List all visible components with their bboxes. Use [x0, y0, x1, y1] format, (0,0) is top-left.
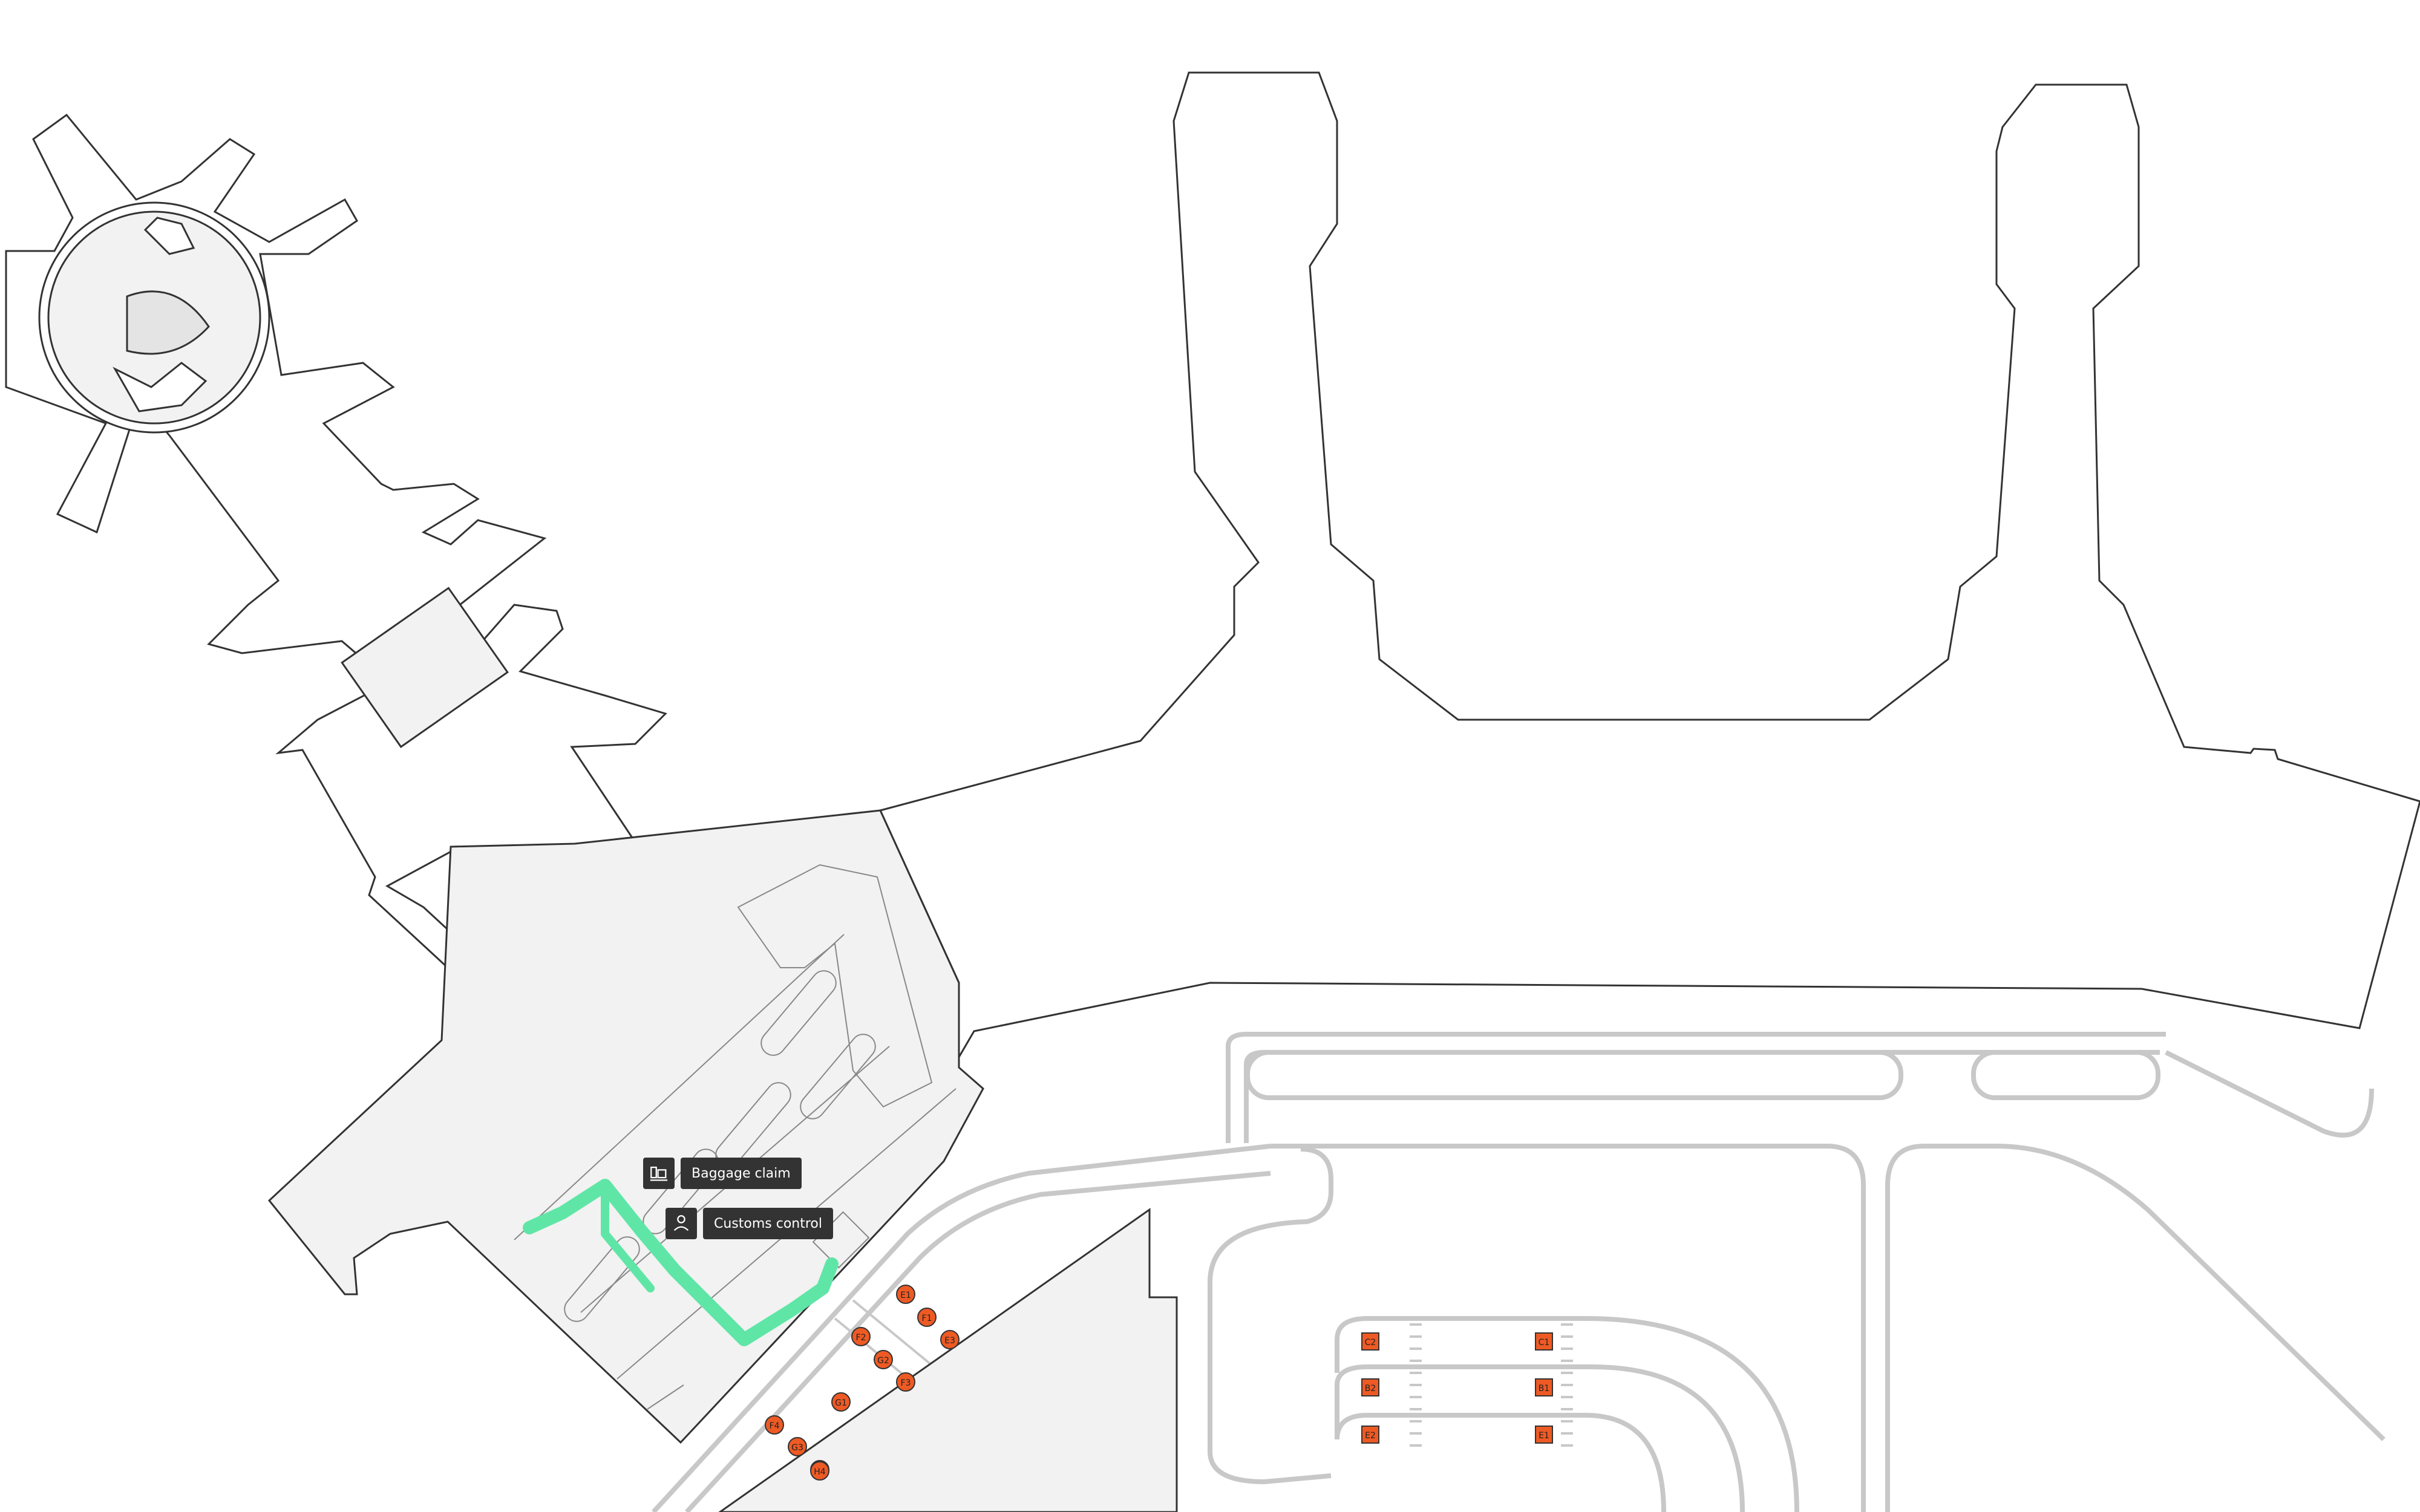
- satellite-terminal: [5, 113, 667, 969]
- stop-label: G1: [835, 1398, 847, 1408]
- baggage-claim-label: Baggage claim: [681, 1158, 802, 1189]
- bus-stop-marker[interactable]: [788, 1437, 807, 1456]
- bus-stop-marker[interactable]: [917, 1308, 937, 1327]
- stop-markers[interactable]: E1F1E3F2G2F3G1F4G3G4H4C2C1B2B1E2E1: [765, 1285, 1553, 1481]
- bus-stop-marker[interactable]: [810, 1461, 829, 1481]
- bus-stop-marker[interactable]: [851, 1327, 871, 1346]
- parking-block: [718, 1208, 1178, 1512]
- customs-control-icon: [666, 1208, 697, 1239]
- bus-stop-marker[interactable]: [896, 1372, 915, 1392]
- stop-label: F3: [901, 1378, 911, 1388]
- parking-stop-marker[interactable]: [1361, 1426, 1379, 1444]
- stop-label: H4: [814, 1467, 826, 1477]
- terminal-outline: [878, 71, 2420, 1068]
- stop-label: F1: [922, 1314, 932, 1323]
- customs-control-label: Customs control: [703, 1208, 833, 1239]
- stop-label: F4: [770, 1421, 780, 1431]
- stop-label: G2: [877, 1356, 889, 1366]
- stop-label: E1: [1539, 1431, 1549, 1441]
- bus-stop-marker[interactable]: [896, 1285, 915, 1304]
- bus-stop-marker[interactable]: [765, 1415, 784, 1435]
- stop-label: B2: [1365, 1384, 1376, 1393]
- stop-label: E1: [900, 1291, 911, 1300]
- stop-label: F2: [856, 1333, 866, 1343]
- route-path-secondary: [601, 1181, 655, 1292]
- stop-label: B1: [1539, 1384, 1550, 1393]
- bus-stop-marker[interactable]: [874, 1350, 893, 1369]
- parking-stop-marker[interactable]: [1535, 1378, 1553, 1396]
- parking-stop-marker[interactable]: [1535, 1332, 1553, 1351]
- parking-stop-marker[interactable]: [1361, 1332, 1379, 1351]
- customs-control-callout[interactable]: Customs control: [666, 1208, 833, 1239]
- baggage-claim-callout[interactable]: Baggage claim: [643, 1158, 802, 1189]
- stop-label: E2: [1365, 1431, 1376, 1441]
- stop-label: C1: [1539, 1338, 1550, 1347]
- stop-label: G3: [791, 1443, 803, 1453]
- stop-label: E3: [944, 1336, 955, 1346]
- route-path: [523, 1179, 839, 1346]
- parking-stop-marker[interactable]: [1535, 1426, 1553, 1444]
- stop-label: C2: [1365, 1338, 1376, 1347]
- roads: [652, 1032, 2386, 1512]
- bus-stop-marker[interactable]: [831, 1392, 851, 1412]
- parking-stop-marker[interactable]: [1361, 1378, 1379, 1396]
- baggage-claim-icon: [643, 1158, 675, 1189]
- arrival-hall: [267, 809, 984, 1444]
- bus-stop-marker[interactable]: [940, 1330, 960, 1349]
- baggage-zone: [737, 864, 933, 1108]
